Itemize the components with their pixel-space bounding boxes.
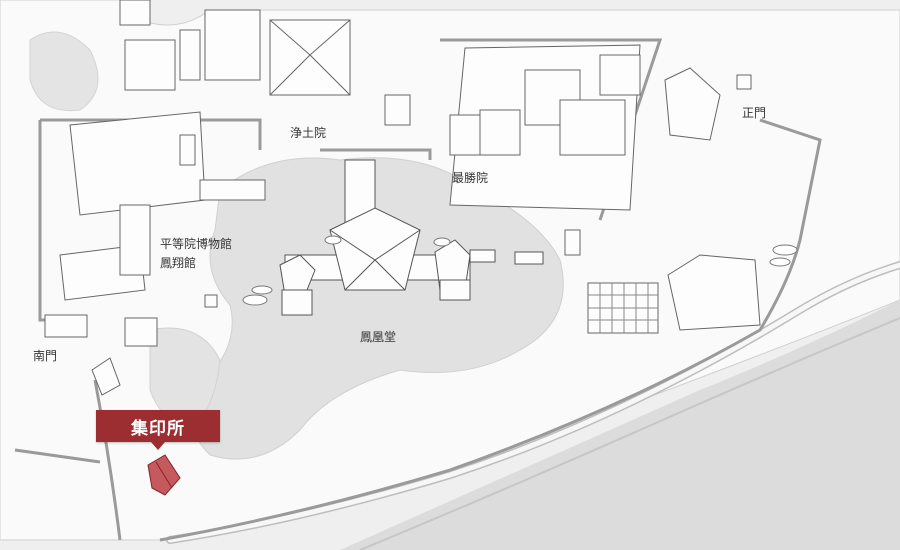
callout-label: 集印所 [96, 410, 220, 442]
label-saishoin: 最勝院 [452, 171, 489, 185]
saishoin-buildings [449, 44, 641, 256]
north-garden [29, 31, 99, 112]
outer-path-inner [167, 262, 900, 543]
trees [242, 235, 798, 306]
label-museum-line2: 鳳翔館 [160, 256, 197, 270]
label-nanmon: 南門 [33, 349, 58, 363]
walls [14, 38, 822, 542]
label-hoodo: 鳳凰堂 [360, 330, 397, 344]
south-buildings [44, 294, 218, 396]
label-museum-line1: 平等院博物館 [160, 237, 233, 251]
east-buildings [587, 67, 761, 334]
museum-building [59, 111, 266, 301]
river-bank [359, 317, 900, 550]
label-seimon: 正門 [742, 106, 767, 120]
callout-pointer [151, 442, 165, 450]
hoodo-building [279, 159, 544, 316]
highlighted-building [147, 454, 181, 496]
river [340, 300, 900, 550]
jodoin-buildings [119, 0, 411, 126]
label-jodoin: 浄土院 [290, 126, 327, 140]
